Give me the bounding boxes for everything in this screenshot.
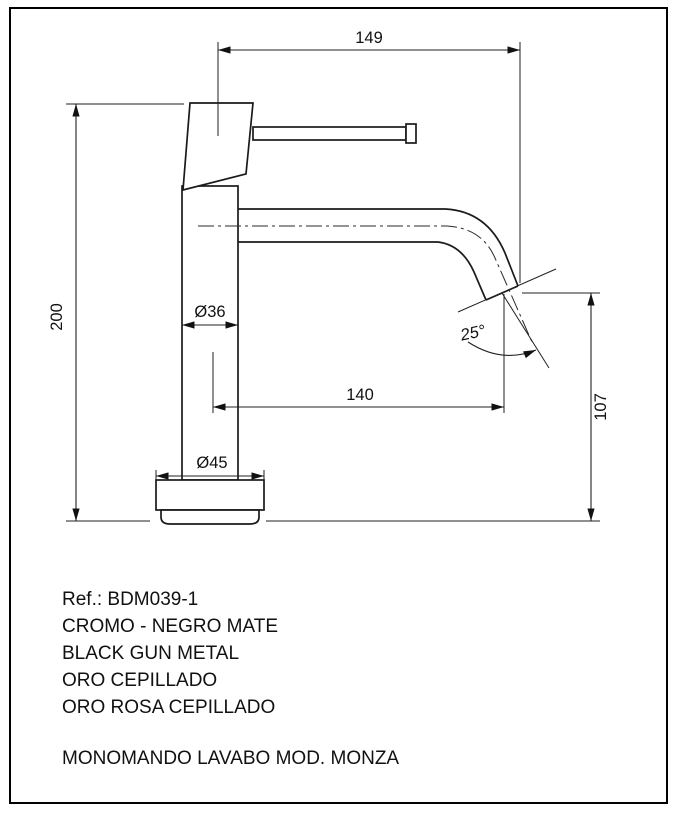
- drawing-border: [9, 7, 668, 804]
- base-flange: [155, 479, 265, 511]
- dim-label-body-diameter: Ø36: [194, 303, 225, 321]
- spout-centerline: [198, 225, 533, 343]
- angle-arc: [467, 341, 537, 359]
- stream-direction-line: [501, 292, 550, 369]
- dimension-overall-width: 149: [217, 29, 521, 283]
- dimension-outlet-height: 107: [266, 292, 610, 522]
- dim-label-overall-height: 200: [48, 303, 66, 331]
- reference-text: Ref.: BDM039-1: [62, 589, 199, 610]
- model-text: MONOMANDO LAVABO MOD. MONZA: [62, 748, 400, 769]
- faucet-lever: [252, 126, 407, 141]
- finish-option: BLACK GUN METAL: [62, 643, 240, 664]
- dimension-spout-reach: 140: [212, 294, 505, 413]
- dimension-body-diameter: Ø36: [182, 303, 238, 329]
- faucet-body-column: [181, 185, 239, 481]
- spout-bottom-edge: [238, 241, 487, 301]
- product-info-block: Ref.: BDM039-1 CROMO - NEGRO MATE BLACK …: [62, 586, 399, 772]
- faucet-lever-cap: [405, 123, 417, 144]
- spout-top-edge: [238, 208, 519, 287]
- dim-label-spout-angle: 25°: [458, 322, 488, 345]
- dimension-spout-angle: 25°: [457, 268, 557, 369]
- finish-option: ORO CEPILLADO: [62, 670, 218, 691]
- dim-label-outlet-height: 107: [592, 393, 610, 421]
- faucet-handle-base: [182, 102, 254, 192]
- tip-face-extension-line: [457, 268, 557, 313]
- dim-label-overall-width: 149: [355, 29, 383, 47]
- dim-label-spout-reach: 140: [346, 386, 374, 404]
- faucet-outline: [155, 102, 533, 525]
- base-plate: [160, 509, 260, 525]
- finish-option: CROMO - NEGRO MATE: [62, 616, 279, 637]
- finish-option: ORO ROSA CEPILLADO: [62, 697, 276, 718]
- dimension-overall-height: 200: [48, 103, 184, 522]
- dimension-base-diameter: Ø45: [155, 454, 265, 480]
- dim-label-base-diameter: Ø45: [196, 454, 227, 472]
